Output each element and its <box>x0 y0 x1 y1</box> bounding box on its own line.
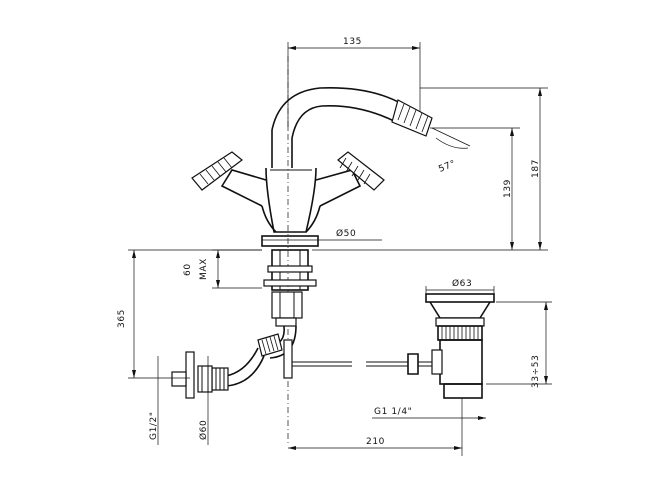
dimension-arrows <box>132 46 548 450</box>
dim-inlet-thread: G1/2" <box>149 411 159 440</box>
dim-height-spout: 139 <box>503 179 513 198</box>
dim-waste-thread: G1 1/4" <box>374 407 412 417</box>
left-handle <box>191 151 243 191</box>
dim-base-diameter: Ø50 <box>336 228 356 239</box>
fixing-assembly <box>171 249 419 399</box>
inlet-union <box>171 351 229 399</box>
dim-below-length: 365 <box>117 309 127 328</box>
dim-waste-diameter: Ø63 <box>452 278 472 289</box>
right-handle <box>337 151 385 191</box>
dim-max-value: 60 <box>183 263 193 276</box>
dim-max-word: MAX <box>199 258 209 280</box>
pop-up-waste <box>418 293 495 399</box>
mixer-body <box>191 87 433 247</box>
dim-height-total: 187 <box>531 159 541 178</box>
spout-nozzle <box>391 99 433 137</box>
dim-angle: 57° <box>437 159 457 175</box>
dim-width-top: 135 <box>343 37 362 47</box>
dim-inlet-diameter: Ø60 <box>198 420 209 440</box>
dim-waste-offset: 210 <box>366 437 385 447</box>
dim-waste-adjust: 33÷53 <box>531 355 541 388</box>
